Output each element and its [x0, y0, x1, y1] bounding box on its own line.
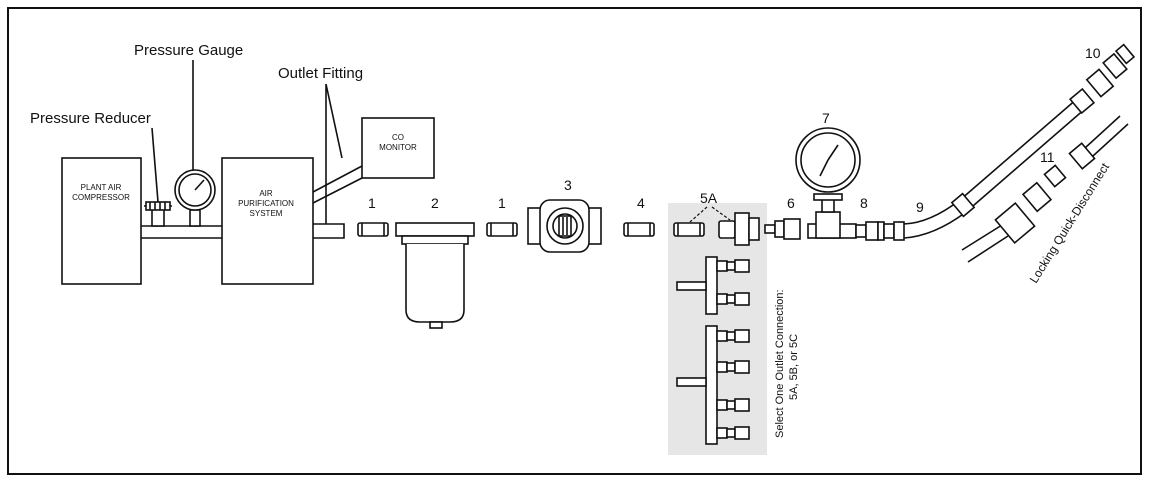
- part-number-1b: 1: [498, 195, 506, 211]
- part-number-11: 11: [1040, 149, 1055, 165]
- part-8-fitting: [855, 221, 905, 241]
- main-pipe: [141, 225, 222, 239]
- outlet-fitting-label: Outlet Fitting: [278, 65, 363, 82]
- co-monitor-tube: [312, 165, 363, 204]
- select-outlet-label-line1: Select One Outlet Connection:: [774, 289, 786, 438]
- part-5a-dashes: [689, 206, 731, 223]
- outlet-fitting-leaders: [325, 83, 343, 224]
- part-number-1a: 1: [368, 195, 376, 211]
- part-10-hose-end: [950, 43, 1136, 218]
- part-5c-manifold: [676, 325, 750, 445]
- svg-text:SYSTEM: SYSTEM: [250, 209, 283, 218]
- svg-text:MONITOR: MONITOR: [379, 143, 417, 152]
- svg-text:CO: CO: [392, 133, 404, 142]
- part-number-6: 6: [787, 195, 795, 211]
- pressure-reducer-valve: [144, 201, 172, 227]
- pressure-gauge-label: Pressure Gauge: [134, 42, 243, 59]
- part-number-5a: 5A: [700, 190, 718, 206]
- pressure-gauge-left: [174, 169, 216, 227]
- part-number-10: 10: [1085, 45, 1101, 61]
- pressure-reducer-label: Pressure Reducer: [30, 110, 151, 127]
- outlet-fitting-pipe: [313, 223, 345, 239]
- part-5b-manifold: [676, 256, 750, 315]
- part-6-plug: [764, 218, 801, 240]
- part-3-regulator: [527, 199, 602, 253]
- svg-text:COMPRESSOR: COMPRESSOR: [72, 193, 130, 202]
- locking-quick-disconnect-label: Locking Quick-Disconnect: [1027, 160, 1113, 286]
- svg-text:AIR: AIR: [259, 189, 273, 198]
- co-monitor: CO MONITOR: [361, 117, 435, 179]
- part-1b-nipple: [486, 222, 518, 237]
- part-number-4: 4: [637, 195, 645, 211]
- svg-text:PLANT AIR: PLANT AIR: [81, 183, 122, 192]
- part-2-filter: [395, 222, 475, 329]
- air-purification-system: AIR PURIFICATION SYSTEM: [221, 157, 314, 285]
- part-1a-nipple: [357, 222, 389, 237]
- select-outlet-label-line2: 5A, 5B, or 5C: [788, 334, 800, 400]
- part-5a-outlet: [673, 212, 760, 246]
- pressure-reducer-leader: [151, 127, 159, 203]
- part-11-hose-assembly: [961, 115, 1129, 263]
- part-number-7: 7: [822, 110, 830, 126]
- part-4-nipple: [623, 222, 655, 237]
- part-number-8: 8: [860, 195, 868, 211]
- part-7-gauge-tee: [795, 127, 861, 239]
- plant-air-compressor: PLANT AIR COMPRESSOR: [61, 157, 142, 285]
- svg-text:PURIFICATION: PURIFICATION: [238, 199, 294, 208]
- part-number-9: 9: [916, 199, 924, 215]
- part-number-2: 2: [431, 195, 439, 211]
- part-number-3: 3: [564, 177, 572, 193]
